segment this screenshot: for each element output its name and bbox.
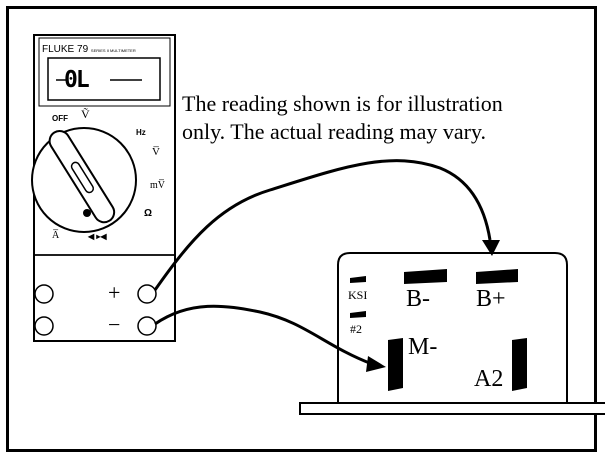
dial-label-v-dc: V̅ bbox=[152, 146, 160, 158]
brand-model: FLUKE 79 bbox=[42, 44, 89, 55]
jack-ma[interactable] bbox=[34, 316, 54, 336]
multimeter-brand: FLUKE 79 SERIES II MULTIMETER bbox=[42, 44, 136, 55]
jack-positive[interactable] bbox=[137, 284, 157, 304]
negative-test-lead bbox=[154, 304, 373, 366]
illustration-note: The reading shown is for illustration on… bbox=[182, 91, 503, 144]
b-minus-terminal bbox=[404, 269, 447, 284]
jack-a[interactable] bbox=[34, 284, 54, 304]
dial-label-v-ac: Ṽ bbox=[81, 107, 90, 121]
dial-label-off: OFF bbox=[52, 114, 68, 123]
dial-label-ohm: Ω bbox=[144, 208, 153, 219]
dial-label-a-dc: A̅ bbox=[52, 230, 60, 241]
controller-base-plate bbox=[299, 402, 605, 415]
b-plus-label: B+ bbox=[476, 286, 506, 312]
lcd-reading: 0L bbox=[64, 67, 90, 93]
pin2-terminal bbox=[350, 311, 366, 318]
a2-label: A2 bbox=[474, 366, 504, 392]
plus-label: + bbox=[108, 280, 121, 305]
a2-terminal bbox=[512, 338, 527, 391]
b-minus-label: B- bbox=[406, 286, 430, 312]
dial-label-continuity: ◀ ▸◀ bbox=[88, 232, 107, 241]
dial-knob[interactable] bbox=[46, 127, 118, 226]
brand-subtitle: SERIES II MULTIMETER bbox=[90, 48, 136, 53]
m-minus-terminal bbox=[388, 338, 403, 391]
multimeter-header-frame bbox=[38, 37, 171, 107]
dial-pointer-dot bbox=[83, 209, 91, 217]
b-plus-terminal bbox=[476, 269, 518, 284]
jack-negative[interactable] bbox=[137, 316, 157, 336]
dial-label-mv-dc: mV̅ bbox=[150, 180, 165, 191]
pin2-label: #2 bbox=[350, 322, 362, 336]
ksi-label: KSI bbox=[348, 288, 368, 302]
controller-body bbox=[337, 252, 568, 411]
positive-lead-arrow bbox=[482, 240, 500, 256]
positive-test-lead bbox=[153, 159, 492, 291]
lcd-display bbox=[47, 57, 161, 101]
ksi-terminal bbox=[350, 276, 366, 283]
m-minus-label: M- bbox=[408, 334, 438, 360]
minus-label: − bbox=[108, 312, 121, 337]
negative-lead-arrow bbox=[366, 356, 386, 372]
dial-label-hz: Hz bbox=[136, 128, 146, 137]
